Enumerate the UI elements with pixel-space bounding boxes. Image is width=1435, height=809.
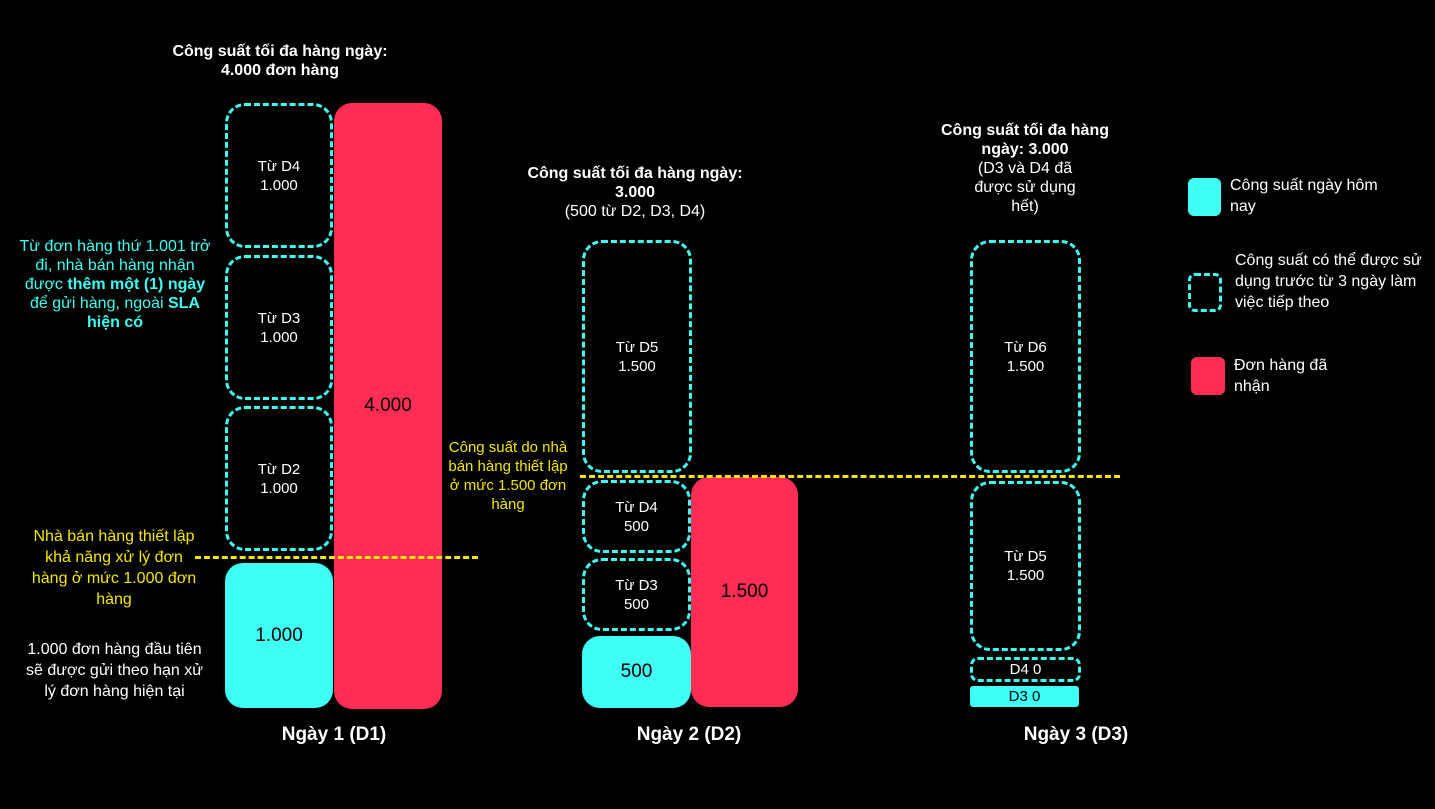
box-value: 500 xyxy=(623,595,649,613)
box-value: 1.500 xyxy=(1006,357,1045,375)
day3-capacity-from-d5: Từ D5 1.500 xyxy=(970,481,1081,651)
day1-label: Ngày 1 (D1) xyxy=(281,724,387,745)
seller-capacity-note: Nhà bán hàng thiết lập khả năng xử lý đơ… xyxy=(31,528,197,608)
box-label: Từ D3 xyxy=(615,576,658,594)
day3-title: Công suất tối đa hàng ngày: 3.000 xyxy=(941,122,1109,158)
box-label: Từ D6 xyxy=(1004,338,1047,356)
day3-label: Ngày 3 (D3) xyxy=(1023,724,1129,745)
box-label: Từ D3 xyxy=(257,309,301,327)
day2-title: Công suất tối đa hàng ngày: 3.000 xyxy=(527,165,743,201)
day2-label: Ngày 2 (D2) xyxy=(636,724,742,745)
day1-orders-received: 4.000 xyxy=(334,103,442,709)
box-value: 1.500 xyxy=(1006,567,1045,584)
day2-today-capacity: 500 xyxy=(582,636,691,708)
box-label: Từ D4 xyxy=(615,498,658,516)
day3-capacity-from-d4: D4 0 xyxy=(970,657,1081,682)
day3-title-block: Công suất tối đa hàng ngày: 3.000(D3 và … xyxy=(940,121,1110,216)
box-label: Từ D2 xyxy=(257,460,301,478)
legend-orders-label: Đơn hàng đã nhận xyxy=(1234,357,1328,395)
extra-day-note: Từ đơn hàng thứ 1.001 trở đi, nhà bán hà… xyxy=(15,237,215,332)
note-text: để gửi hàng, ngoài xyxy=(30,295,168,312)
day3-subtitle: (D3 và D4 đã được sử dụng hết) xyxy=(974,160,1076,215)
legend-orders-swatch xyxy=(1191,357,1225,395)
day2-threshold-line xyxy=(580,475,1120,478)
box-value: 500 xyxy=(623,517,649,535)
day3-today-capacity: D3 0 xyxy=(970,686,1079,707)
day1-title: Công suất tối đa hàng ngày: 4.000 đơn hà… xyxy=(172,43,388,79)
note-bold: thêm một (1) ngày xyxy=(67,276,206,293)
box-value: 1.500 xyxy=(618,357,656,375)
legend-advance-swatch xyxy=(1188,273,1222,312)
box-value: 1.000 xyxy=(260,176,298,194)
box-label: Từ D5 xyxy=(615,338,659,356)
day2-subtitle: (500 từ D2, D3, D4) xyxy=(564,203,706,220)
day1-today-capacity: 1.000 xyxy=(225,563,333,708)
first-orders-note: 1.000 đơn hàng đầu tiên sẽ được gửi theo… xyxy=(26,641,203,700)
box-label: Từ D4 xyxy=(257,157,301,175)
day2-title-block: Công suất tối đa hàng ngày: 3.000 (500 từ… xyxy=(515,164,755,221)
note-bold: SLA hiện có xyxy=(86,295,200,331)
box-value: 1.000 xyxy=(260,479,298,497)
box-value: 1.000 xyxy=(260,328,298,346)
legend-today-label: Công suất ngày hôm nay xyxy=(1230,177,1378,215)
legend-today-swatch xyxy=(1188,178,1221,216)
note-text: Từ đơn hàng thứ 1.001 trở đi, nhà bán hà… xyxy=(19,238,211,293)
day1-threshold-line xyxy=(195,556,478,559)
day2-orders-received: 1.500 xyxy=(691,477,798,707)
legend-advance-label: Công suất có thể được sử dụng trước từ 3… xyxy=(1235,252,1422,311)
day2-threshold-note: Công suất do nhà bán hàng thiết lập ở mứ… xyxy=(448,439,568,513)
box-label: Từ D5 xyxy=(1004,548,1047,565)
